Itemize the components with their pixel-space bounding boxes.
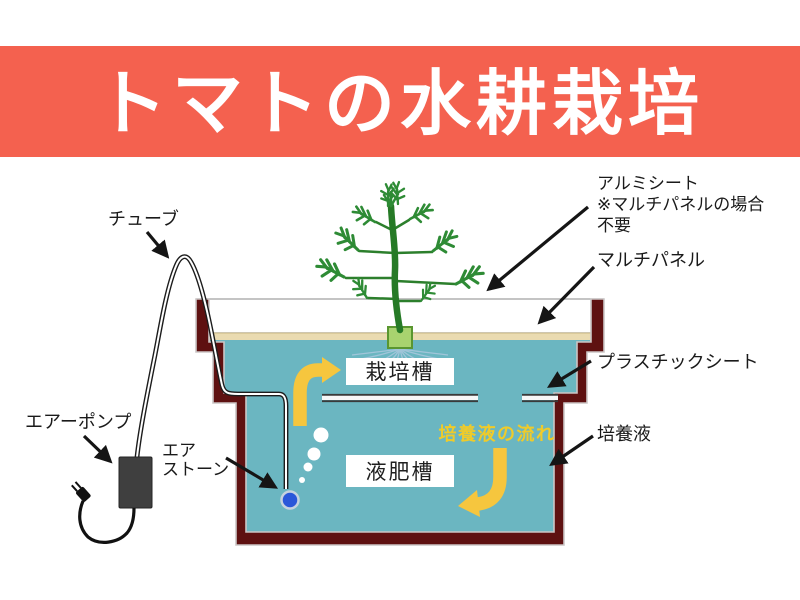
aluminum-sheet-label-line1: アルミシート xyxy=(597,174,699,193)
air-stone xyxy=(280,490,300,510)
nutrient-solution-pointer-arrow xyxy=(549,434,594,466)
plastic-sheet-divider xyxy=(322,393,558,403)
nutrient-solution-label: 培養液 xyxy=(597,424,651,444)
flow-arrow-up xyxy=(293,357,341,426)
power-cord xyxy=(78,500,136,544)
air-bubbles xyxy=(299,427,329,483)
grow-tank-label-box xyxy=(346,358,454,385)
multi-panel-label: マルチパネル xyxy=(597,250,705,270)
plastic-sheet-label: プラスチックシート xyxy=(597,352,759,372)
leaf-cluster xyxy=(406,201,436,226)
air-tube xyxy=(134,254,289,489)
leaf-cluster xyxy=(329,224,366,257)
grow-tank-label: 栽培槽 xyxy=(366,361,435,384)
aluminum-sheet-label-line2: ※マルチパネルの場合 xyxy=(597,195,764,214)
air-pump-label: エアーポンプ xyxy=(25,412,131,432)
leaf-cluster xyxy=(426,227,463,258)
air-stone-pointer-arrow xyxy=(225,456,279,489)
leaf-cluster xyxy=(349,203,380,229)
tomato-plant xyxy=(313,179,487,334)
air-pump-body xyxy=(118,456,153,509)
aluminum-sheet-label-line3: 不要 xyxy=(597,216,631,235)
aluminum-sheet-pointer-arrow xyxy=(486,205,590,292)
fertilizer-tank-label-box xyxy=(346,455,454,487)
title-banner xyxy=(0,46,800,157)
leaf-cluster xyxy=(451,263,487,292)
air-stone-label-line1: エア xyxy=(162,441,196,460)
tube-pointer-arrow xyxy=(145,230,170,259)
plastic-sheet-pointer-arrow xyxy=(546,359,592,388)
plant-stem xyxy=(387,202,404,334)
tube-label: チューブ xyxy=(108,208,179,229)
flow-label: 培養液の流れ xyxy=(439,423,556,444)
air-stone-label-line2: ストーン xyxy=(162,460,229,479)
leaf-cluster xyxy=(313,256,349,285)
fertilizer-tank-label: 液肥槽 xyxy=(366,461,435,484)
power-plug xyxy=(71,481,91,502)
page-title: トマトの水耕栽培 xyxy=(96,65,704,144)
flow-arrow-down xyxy=(458,448,507,517)
multi-panel-pointer-arrow xyxy=(537,265,596,325)
air-pump-pointer-arrow xyxy=(82,434,113,464)
